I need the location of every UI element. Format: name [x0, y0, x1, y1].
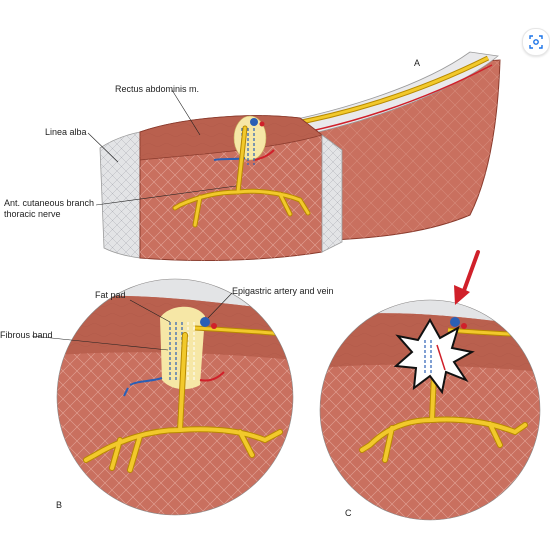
label-ant-cutaneous-1: Ant. cutaneous branch — [4, 198, 95, 208]
panel-label-b: B — [56, 500, 63, 510]
lens-search-icon — [529, 35, 543, 49]
nerve-tree-a — [172, 125, 311, 228]
label-fibrous-band: Fibrous band — [0, 330, 53, 340]
visual-search-button[interactable] — [522, 28, 550, 56]
label-ant-cutaneous-2: thoracic nerve — [4, 209, 61, 219]
label-epigastric: Epigastric artery and vein — [232, 286, 334, 296]
pain-burst — [393, 318, 475, 395]
panel-c — [319, 250, 541, 521]
label-linea-alba: Linea alba — [45, 127, 87, 137]
label-fat-pad: Fat pad — [95, 290, 126, 300]
panel-label-a: A — [414, 58, 421, 68]
arrow-indicator — [454, 250, 480, 305]
label-rectus: Rectus abdominis m. — [115, 84, 200, 94]
panel-label-c: C — [345, 508, 352, 518]
panel-b — [31, 278, 294, 516]
panel-a — [87, 51, 501, 261]
